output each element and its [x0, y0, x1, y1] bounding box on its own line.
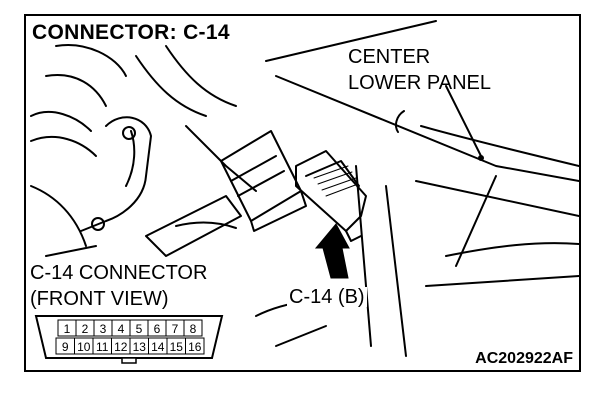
pin-number: 16 [188, 340, 202, 354]
panel-label-line-2: LOWER PANEL [348, 72, 491, 94]
pin-number: 9 [62, 340, 69, 354]
connector-front-view-label: C-14 CONNECTOR (FRONT VIEW) [30, 260, 210, 312]
pin-number: 4 [118, 322, 125, 336]
pin-number: 6 [154, 322, 161, 336]
pin-number: 14 [151, 340, 165, 354]
connector-housing-outline [34, 315, 224, 359]
connector-key-tab [121, 357, 137, 364]
pin-number: 15 [170, 340, 184, 354]
figure-code: AC202922AF [475, 350, 573, 367]
pin-number: 2 [82, 322, 89, 336]
connector-label-line-2: (FRONT VIEW) [30, 288, 169, 310]
pin-number: 7 [172, 322, 179, 336]
vehicle-illustration [30, 20, 579, 357]
pin-cell [185, 337, 205, 355]
center-lower-panel-label: CENTER LOWER PANEL [348, 44, 491, 96]
panel-label-line-1: CENTER [348, 46, 431, 68]
pin-number: 12 [114, 340, 128, 354]
pin-number: 11 [96, 340, 109, 354]
page-title: CONNECTOR: C-14 [32, 22, 233, 43]
connector-label-line-1: C-14 CONNECTOR [30, 262, 208, 284]
pin-number: 8 [190, 322, 197, 336]
diagram-frame: CONNECTOR: C-14 CENTER LOWER PANEL C-14 … [24, 14, 581, 372]
pin-number: 10 [77, 340, 91, 354]
pin-number: 13 [133, 340, 147, 354]
pin-number: 3 [100, 322, 107, 336]
pin-cell [183, 319, 203, 337]
pin-number: 5 [136, 322, 143, 336]
c14-callout-label: C-14 (B) [287, 286, 367, 308]
pin-number: 1 [64, 322, 71, 336]
